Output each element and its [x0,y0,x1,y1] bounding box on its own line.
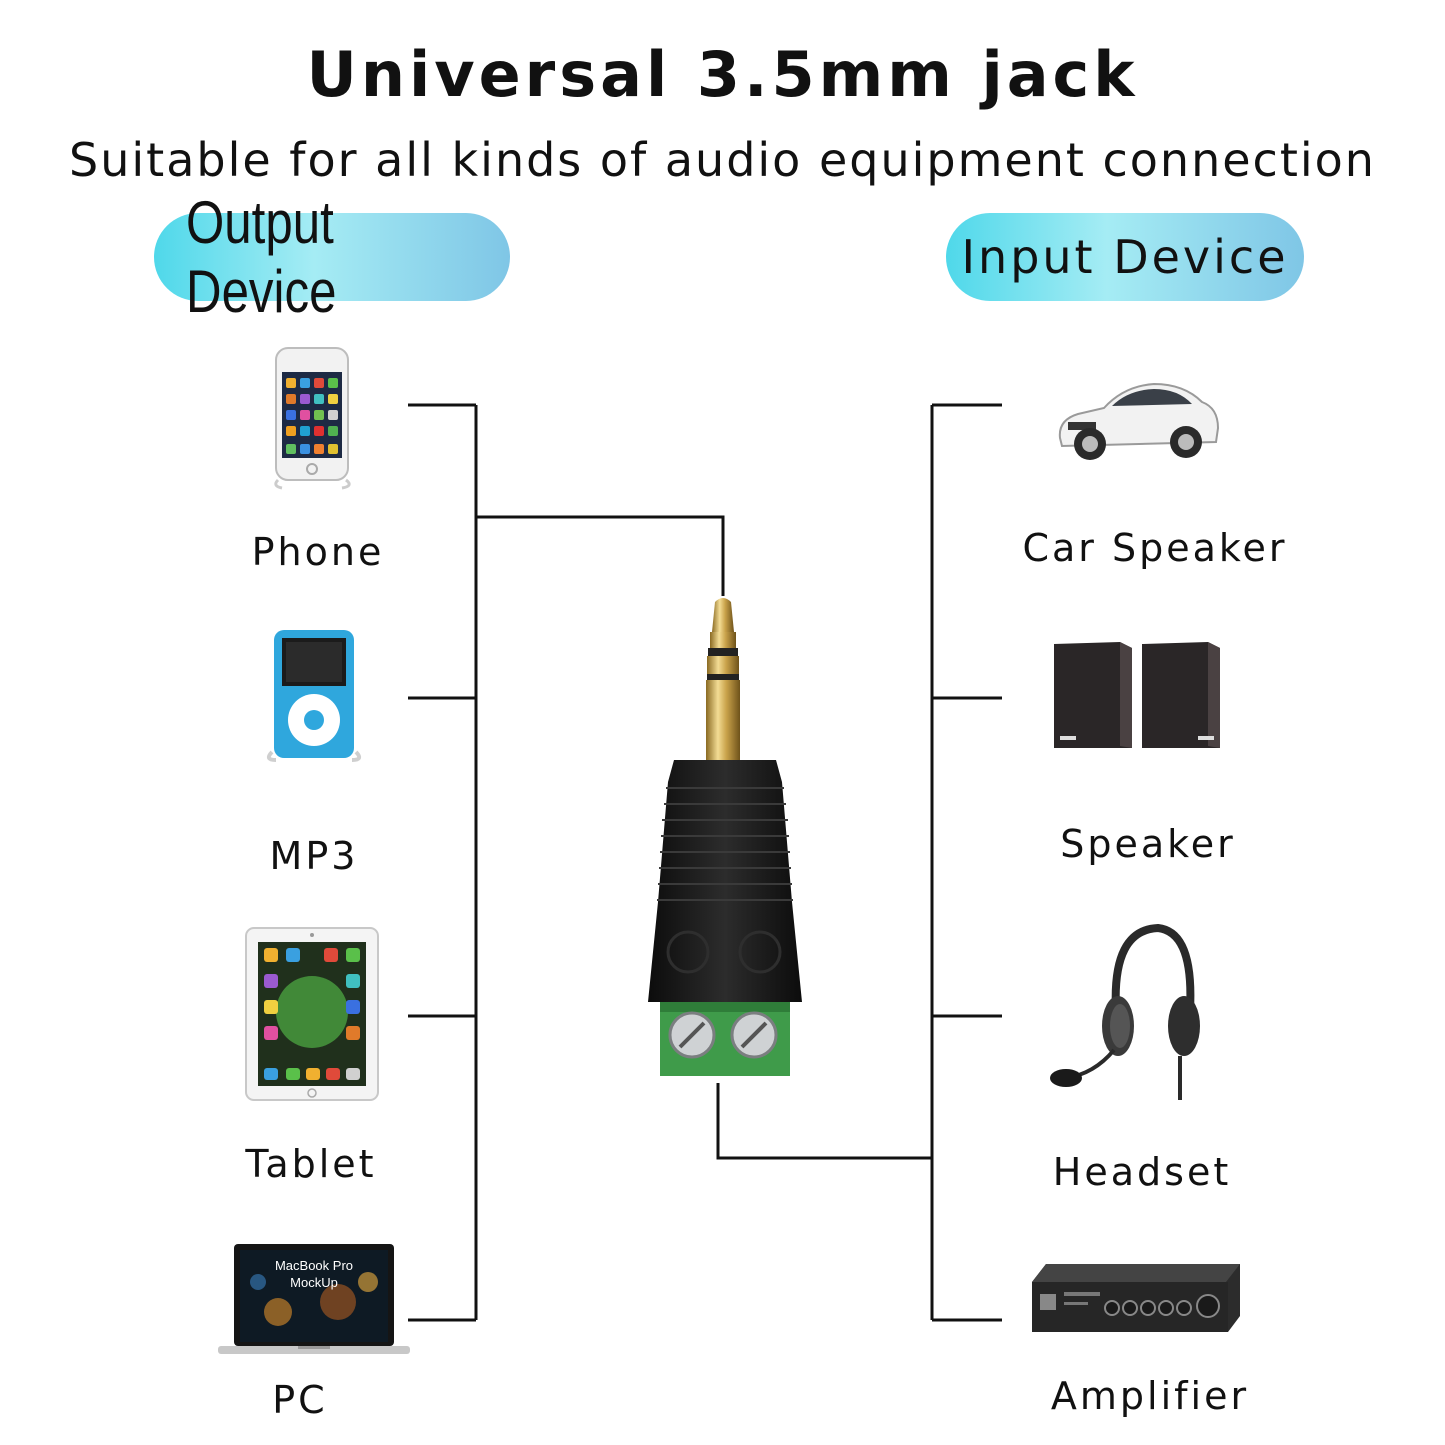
device-label-amplifier: Amplifier [1050,1374,1250,1418]
device-label-mp3: MP3 [269,834,359,878]
tablet-icon [245,927,379,1101]
car-icon [1058,382,1220,460]
input-device-badge: Input Device [946,213,1304,301]
mp3-player-icon [266,630,362,762]
output-to-plug-line [476,515,725,596]
output-device-badge: Output Device [154,189,510,325]
laptop-screen-text-2: MockUp [290,1275,338,1290]
speaker-icon [1054,642,1220,748]
device-label-tablet: Tablet [245,1142,377,1186]
laptop-screen-text-1: MacBook Pro [274,1258,354,1273]
phone-icon [274,347,351,490]
amplifier-icon [1032,1264,1240,1332]
terminal-to-input-line [716,1083,932,1160]
page-subtitle: Suitable for all kinds of audio equipmen… [69,133,1376,187]
laptop-icon: MacBook Pro MockUp [218,1242,410,1356]
device-label-headset: Headset [1052,1150,1232,1194]
page-title: Universal 3.5mm jack [306,38,1139,111]
device-label-speaker: Speaker [1060,822,1236,866]
jack-connector-icon [648,598,802,1076]
device-label-car-speaker: Car Speaker [1022,526,1288,570]
device-label-phone: Phone [251,530,385,574]
device-label-pc: PC [272,1378,328,1422]
headset-icon [1050,924,1200,1100]
